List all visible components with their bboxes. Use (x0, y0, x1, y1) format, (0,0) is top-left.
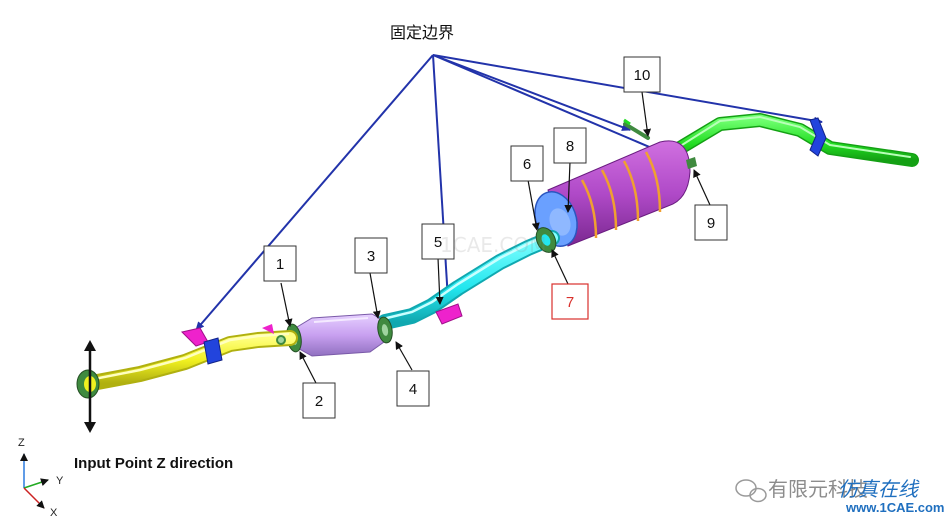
front-hanger (181, 327, 223, 365)
wechat-icon (735, 479, 767, 503)
axis-x-label: X (50, 507, 58, 518)
arrow-to-muffler-hanger (432, 54, 681, 161)
tail-pipe (673, 113, 919, 167)
watermark-text: 有限元科技 (768, 477, 868, 501)
flange-3-4 (377, 316, 393, 344)
svg-text:10: 10 (634, 67, 651, 84)
svg-text:6: 6 (523, 156, 531, 173)
catalytic-converter (291, 313, 387, 357)
part-label-10: 10 (623, 56, 661, 93)
part-label-1: 1 (263, 245, 297, 282)
input-z-arrow (84, 340, 96, 433)
svg-text:2: 2 (315, 393, 323, 410)
watermark-url: www.1CAE.com (845, 500, 944, 515)
part-label-7: 7 (551, 283, 589, 320)
arrow-to-hanger-5 (432, 54, 452, 301)
part-label-3: 3 (354, 237, 388, 274)
part-label-9: 9 (694, 204, 728, 241)
center-watermark: 1CAE.COM (440, 233, 546, 257)
svg-text:7: 7 (566, 294, 574, 311)
wechat-watermark: 有限元科技 仿真在线 www.1CAE.com (735, 477, 944, 515)
title-fixed-boundary: 固定边界 (390, 23, 454, 42)
muffler (534, 140, 697, 247)
arrow-to-hanger-10 (432, 54, 631, 131)
intermediate-pipe (377, 230, 560, 330)
axis-y-label: Y (56, 475, 64, 487)
boundary-arrows (195, 54, 823, 331)
svg-text:4: 4 (409, 381, 417, 398)
svg-text:9: 9 (707, 215, 715, 232)
part-label-2: 2 (302, 382, 336, 419)
axis-z-label: Z (18, 437, 25, 449)
o2-sensor (262, 324, 286, 345)
svg-text:3: 3 (367, 248, 375, 265)
part-label-6: 6 (510, 145, 544, 182)
watermark-brand: 仿真在线 (838, 477, 920, 501)
rear-hanger (809, 117, 827, 157)
svg-text:1: 1 (276, 256, 284, 273)
hanger-5 (435, 303, 463, 325)
part-label-5: 5 (421, 223, 455, 260)
coordinate-axes: Z Y X (18, 437, 64, 518)
svg-text:5: 5 (434, 234, 442, 251)
svg-text:8: 8 (566, 138, 574, 155)
arrow-to-front-hanger (195, 54, 434, 331)
part-label-8: 8 (553, 127, 587, 164)
inlet-flange (76, 369, 100, 399)
input-point-caption: Input Point Z direction (74, 455, 233, 472)
label-leaders (280, 91, 711, 386)
part-label-4: 4 (396, 370, 430, 407)
